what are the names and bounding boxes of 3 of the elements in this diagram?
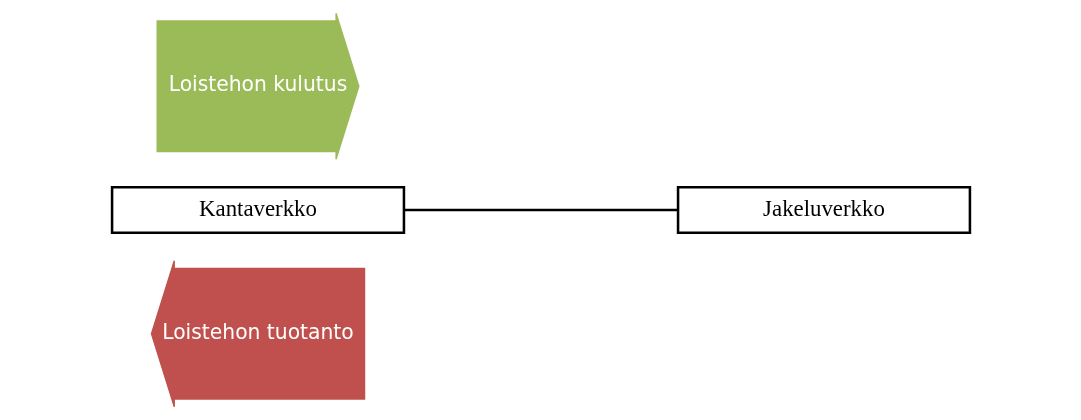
connector — [404, 208, 678, 212]
node-box: Kantaverkko — [110, 185, 405, 235]
node-box: Jakeluverkko — [676, 185, 971, 235]
